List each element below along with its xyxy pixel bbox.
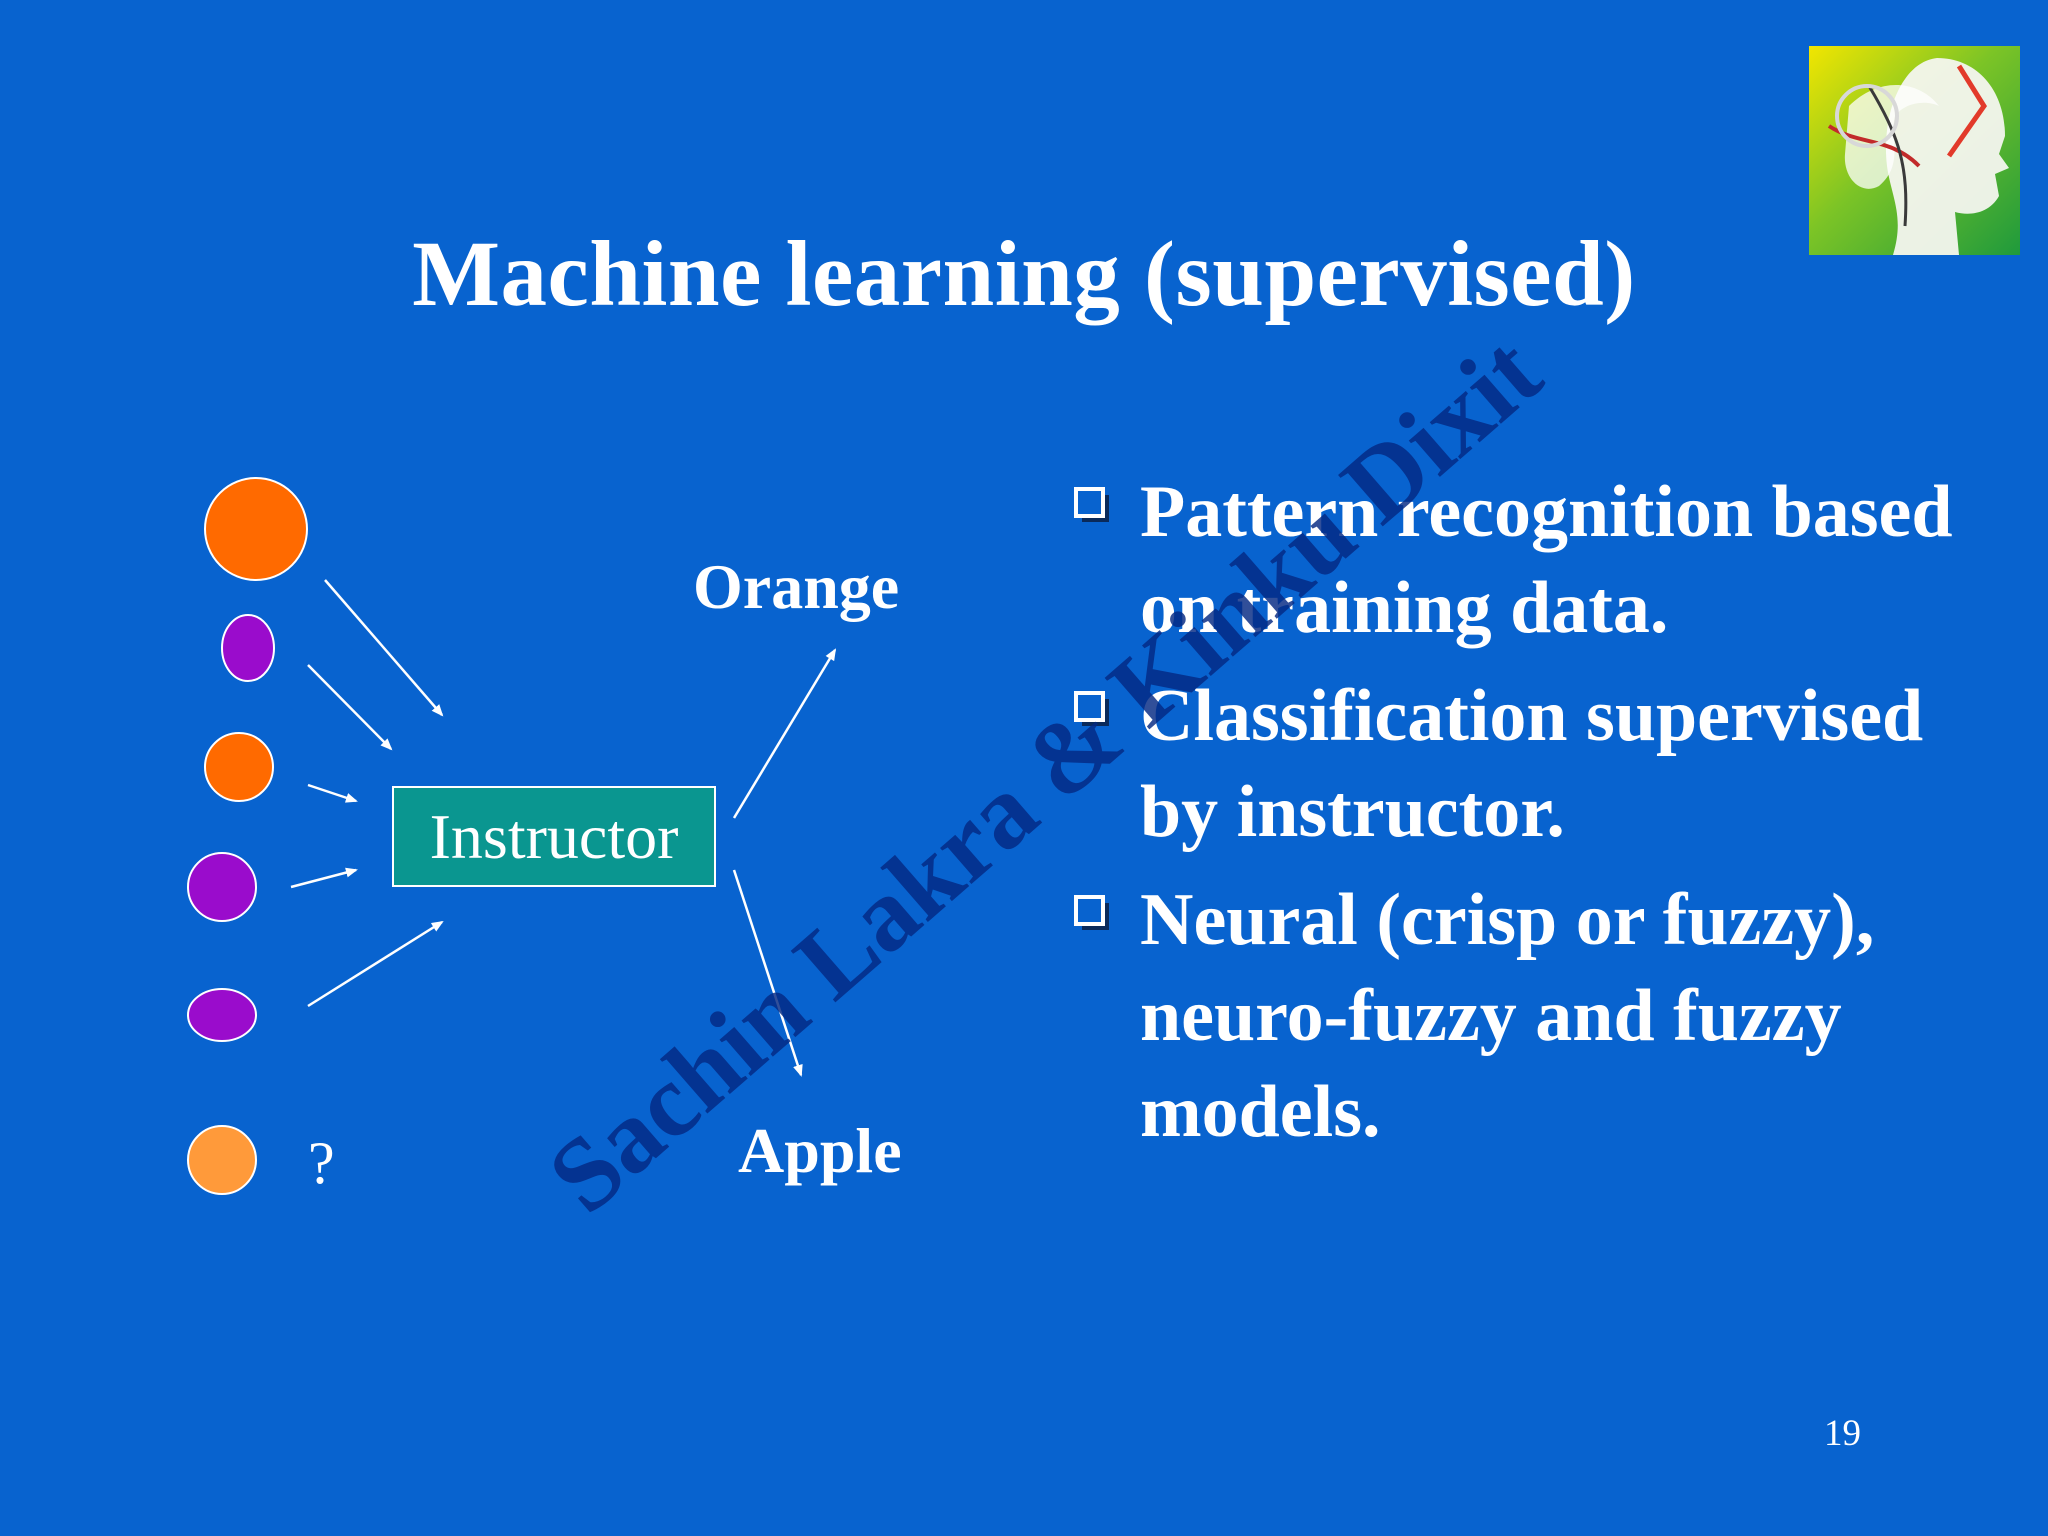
checkbox-bullet-icon <box>1074 691 1105 722</box>
bullet-text: Classification supervised by instructor. <box>1140 675 1924 853</box>
input-purple-small <box>221 614 275 682</box>
arrow-to-orange <box>732 648 837 819</box>
page-number: 19 <box>1824 1413 1861 1454</box>
instructor-box: Instructor <box>392 786 716 887</box>
input-purple-oval <box>187 988 257 1042</box>
slide-title: Machine learning (supervised) <box>412 223 1636 326</box>
input-orange-medium <box>204 732 274 802</box>
unknown-question-mark: ? <box>308 1130 335 1196</box>
output-label-apple: Apple <box>738 1115 902 1186</box>
bullet-item: Pattern recognition based on training da… <box>1062 464 2002 656</box>
output-label-orange: Orange <box>693 551 900 622</box>
checkbox-bullet-icon <box>1074 487 1105 518</box>
input-purple-round <box>187 852 257 922</box>
bullet-text: Neural (crisp or fuzzy), neuro-fuzzy and… <box>1140 879 1875 1153</box>
bullet-item: Classification supervised by instructor. <box>1062 668 2002 860</box>
bullet-list: Pattern recognition based on training da… <box>1062 464 2002 1172</box>
arrow-input-4 <box>290 867 358 889</box>
input-unknown <box>187 1125 257 1195</box>
arrow-input-3 <box>307 783 358 803</box>
bullet-text: Pattern recognition based on training da… <box>1140 471 1953 649</box>
bullet-item: Neural (crisp or fuzzy), neuro-fuzzy and… <box>1062 872 2002 1160</box>
input-orange-large <box>204 477 308 581</box>
arrow-input-2 <box>307 664 393 751</box>
arrow-to-apple <box>732 869 803 1077</box>
arrow-input-5 <box>307 920 444 1008</box>
arrow-input-1 <box>324 579 444 717</box>
head-profile-logo-icon <box>1809 46 2020 255</box>
checkbox-bullet-icon <box>1074 895 1105 926</box>
